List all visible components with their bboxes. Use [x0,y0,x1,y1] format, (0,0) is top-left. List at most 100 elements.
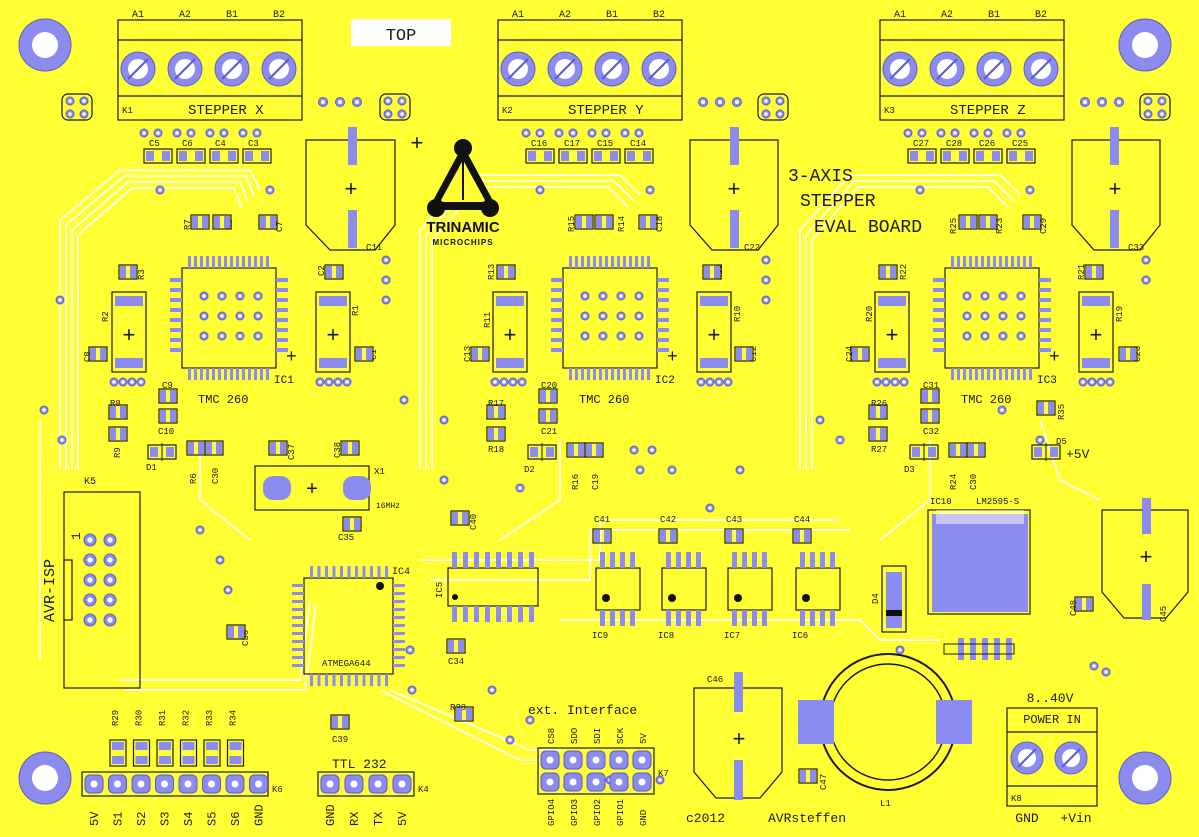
ref-c44: C44 [794,515,810,525]
terminal-pin-label: A1 [512,10,524,21]
svg-text:+: + [122,324,135,349]
k4-pin-label: GND [324,804,338,826]
power-range: 8..40V [1027,691,1074,706]
svg-text:+: + [1049,348,1060,368]
ref-c14: C14 [630,139,646,149]
k7-bottom-label: GND [639,810,649,826]
driver-ic-ref: IC3 [1037,375,1057,387]
title-line-3: EVAL BOARD [814,218,922,238]
svg-text:+: + [727,178,740,203]
k7-top-label: SDO [570,728,580,744]
k7-ref: K7 [658,769,669,779]
svg-text:+: + [503,324,516,349]
electrolytic-caps: + C11 + + C22 + C33 [305,127,1161,253]
ref-c43: C43 [726,515,742,525]
ref-r21: R21 [1077,264,1087,280]
trinamic-logo: TRINAMIC MICROCHIPS [426,139,500,247]
svg-text:+: + [1108,178,1121,203]
isp-pin1: 1 [69,532,84,540]
ref-r19: R19 [1115,306,1125,322]
ref-c7: C7 [275,221,285,232]
small-parts: R7R5C7R15R14C18R25R23C29R3C2R13R12R22R21… [39,185,1151,790]
terminal-pin-label: A2 [941,10,953,21]
isp-ref: K5 [84,477,96,488]
ref-r14: R14 [617,216,627,232]
power-terminal: POWER IN 8..40V K8 GND +Vin [1006,691,1098,826]
svg-text:+: + [410,132,423,157]
cap-c46: + C46 [693,672,783,800]
driver-part-label: TMC 260 [579,393,629,407]
ref-r31: R31 [158,710,168,726]
ref-c34: C34 [448,657,464,667]
ref-r9: R9 [113,447,123,458]
ref-c27: C27 [913,139,929,149]
ref-r11: R11 [483,312,493,328]
ref-d1: D1 [146,463,157,473]
mcu-label: ATMEGA644 [322,659,371,669]
ref-c2: C2 [317,265,327,276]
ref-c42: C42 [660,515,676,525]
k4-pin-label: TX [372,812,386,826]
d4-diode: D4 [871,565,907,633]
ref-r29: R29 [111,710,121,726]
ref-c5: C5 [149,139,160,149]
ref-k8: K8 [1011,794,1022,804]
isp-label: AVR-ISP [42,559,59,622]
terminal-pin-label: B2 [653,10,665,21]
logo-sub: MICROCHIPS [432,238,493,247]
ref-ic8: IC8 [658,631,674,641]
k4-pin-label: RX [348,812,362,826]
regulator: IC10 LM2595-S [927,497,1031,660]
ref-c29: C29 [1039,218,1049,234]
ref-r23: R23 [995,218,1005,234]
ref-r35: R35 [1057,404,1067,420]
ref-c9: C9 [162,381,173,391]
ttl-label: TTL 232 [332,757,387,772]
ref-c48: C48 [1069,600,1079,616]
ref-c1: C1 [369,349,379,360]
svg-text:+: + [1139,546,1152,571]
title-line-2: STEPPER [800,192,876,212]
ref-r15: R15 [567,216,577,232]
k6-pin-label: S4 [182,812,196,826]
crystal: + X1 16MHz [254,465,400,511]
logo-name: TRINAMIC [426,219,499,236]
ref-r18: R18 [488,445,504,455]
ref-c12: C12 [749,346,759,362]
k6-pin-label: S2 [135,812,149,826]
ref-c23: C23 [1133,346,1143,362]
ref-c3: C3 [248,139,259,149]
ref-r17: R17 [488,399,504,409]
ref-c38: C38 [333,442,343,458]
ref-r7: R7 [183,219,193,230]
ref-c25: C25 [1012,139,1028,149]
k7-bottom-label: GPIO4 [547,799,557,826]
ref-d2: D2 [524,465,535,475]
svg-text:+: + [344,178,357,203]
terminal-label: STEPPER X [188,103,264,119]
k6-ref: K6 [272,785,283,795]
terminal-pin-label: B1 [226,10,238,21]
ref-c13: C13 [463,346,473,362]
k4-pin-label: 5V [396,811,410,826]
terminal-ref: K2 [502,106,513,116]
ref-r1: R1 [351,305,361,316]
cap-c45: + C45 [1101,498,1189,622]
ref-c16: C16 [531,139,547,149]
terminal-pin-label: A2 [559,10,571,21]
ref-c46: C46 [707,675,723,685]
driver-ic-ref: IC1 [274,375,294,387]
svg-text:+: + [667,348,678,368]
ref-c21: C21 [541,427,557,437]
ref-r25: R25 [949,218,959,234]
ref-r8: R8 [110,399,121,409]
ref-c33: C33 [1128,243,1144,253]
